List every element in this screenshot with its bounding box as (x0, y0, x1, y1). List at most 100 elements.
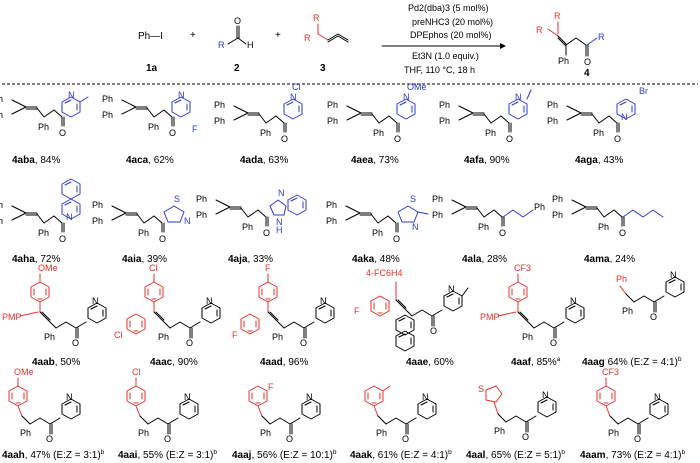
svg-text:O: O (430, 326, 437, 336)
compound-label: 4aad, 96% (260, 357, 308, 368)
svg-text:N: N (278, 188, 285, 198)
svg-text:Cl: Cl (292, 82, 301, 92)
svg-text:PMP: PMP (480, 312, 500, 322)
compound-label: 4ada, 63% (240, 155, 288, 166)
svg-text:Ph: Ph (260, 128, 271, 138)
row-3-labels: 4aab, 50% 4aac, 90% 4aad, 96% 4aae, 60% … (32, 356, 682, 368)
svg-text:Ph: Ph (326, 216, 337, 226)
row-1: Ph Ph Ph O N Ph Ph Ph O N F Ph Ph Ph O N… (0, 82, 648, 144)
svg-text:N: N (412, 222, 419, 232)
svg-text:CF3: CF3 (602, 367, 619, 377)
compound-label: 4aaj, 56% (E:Z = 10:1)b (232, 449, 337, 461)
svg-text:Ph: Ph (0, 110, 3, 120)
svg-text:Cl: Cl (149, 263, 158, 273)
svg-text:Ph: Ph (373, 128, 384, 138)
reactant-iodobenzene: Ph—I (138, 31, 163, 42)
structure-4aea: Ph Ph Ph O N OMe (327, 82, 427, 144)
svg-text:OMe: OMe (407, 82, 427, 92)
svg-text:Ph: Ph (622, 306, 633, 316)
reactant1-label: 1a (146, 63, 158, 74)
svg-text:Ph: Ph (148, 122, 159, 132)
structure-4aag: Ph Ph O N (616, 270, 685, 322)
svg-text:O: O (286, 434, 293, 444)
aldehyde-R: R (218, 40, 225, 50)
product-structure: R R Ph O R (536, 11, 605, 67)
svg-text:O: O (72, 338, 79, 348)
svg-text:N: N (515, 92, 522, 102)
structure-4ama: Ph Ph Ph O (552, 194, 664, 238)
svg-text:O: O (300, 338, 307, 348)
compound-label: 4aab, 50% (32, 357, 80, 368)
svg-text:N: N (306, 392, 313, 402)
svg-text:Ph: Ph (439, 100, 450, 110)
product-O: O (584, 57, 591, 67)
product-label: 4 (584, 68, 590, 79)
compound-label: 4aja, 33% (228, 254, 273, 265)
svg-text:O: O (402, 434, 409, 444)
svg-text:O: O (650, 312, 657, 322)
row-2-labels: 4aha, 72% 4aia, 39% 4aja, 33% 4aka, 48% … (12, 254, 635, 265)
svg-text:Ph: Ph (616, 274, 627, 284)
svg-text:4-FC6H4: 4-FC6H4 (366, 268, 403, 278)
compound-label: 4aka, 48% (352, 254, 400, 265)
svg-text:Ph: Ph (547, 100, 558, 110)
row-4-labels: 4aah, 47% (E:Z = 3:1)b 4aai, 55% (E:Z = … (2, 449, 685, 461)
svg-text:Ph: Ph (376, 428, 387, 438)
svg-text:Ph: Ph (478, 222, 489, 232)
svg-text:Ph: Ph (196, 210, 207, 220)
svg-text:N: N (92, 296, 99, 306)
svg-text:Ph: Ph (485, 128, 496, 138)
svg-text:N: N (66, 392, 73, 402)
svg-text:N: N (320, 296, 327, 306)
svg-text:F: F (192, 124, 198, 134)
svg-text:Ph: Ph (598, 222, 609, 232)
svg-text:F: F (265, 263, 271, 273)
plus-sign-2: + (275, 30, 281, 41)
svg-text:N: N (184, 216, 191, 226)
svg-text:O: O (522, 432, 529, 442)
compound-label: 4ala, 28% (462, 254, 507, 265)
allene-structure: R R (304, 13, 349, 43)
structure-4aam: CF3 Ph O N (596, 367, 669, 444)
svg-text:PMP: PMP (2, 312, 22, 322)
product-R: R (598, 32, 605, 42)
svg-text:O: O (159, 234, 166, 244)
structure-4ada: Ph Ph Ph O N Cl (214, 82, 303, 144)
structure-4aac: Cl Cl Ph O N (114, 263, 221, 348)
reactant2-label: 2 (234, 63, 240, 74)
row-2: Ph Ph Ph O N Ph Ph Ph O S N Ph Ph Ph O N… (0, 178, 664, 244)
svg-text:Ph: Ph (38, 228, 49, 238)
aldehyde-O: O (234, 16, 241, 26)
svg-text:O: O (499, 228, 506, 238)
svg-text:Ph: Ph (102, 110, 113, 120)
compound-label: 4aak, 61% (E:Z = 4:1)b (350, 449, 452, 461)
row-1-labels: 4aba, 84% 4aca, 62% 4ada, 63% 4aea, 73% … (12, 155, 623, 166)
structure-4aak: Ph O N (364, 385, 437, 444)
svg-text:O: O (394, 134, 401, 144)
svg-text:N: N (184, 392, 191, 402)
compound-label: 4aea, 73% (351, 155, 399, 166)
arrow-head (500, 43, 506, 49)
aldehyde-H: H (247, 40, 254, 50)
svg-text:Ph: Ph (260, 428, 271, 438)
svg-text:N: N (570, 296, 577, 306)
compound-label: 4aaf, 85%a (511, 356, 561, 368)
svg-text:Ph: Ph (272, 332, 283, 342)
svg-text:Br: Br (639, 86, 648, 96)
svg-text:S: S (410, 194, 416, 204)
svg-text:N: N (68, 90, 75, 100)
structure-4aai: Cl Ph O N (126, 367, 199, 444)
svg-text:N: N (422, 392, 429, 402)
svg-text:O: O (186, 338, 193, 348)
svg-text:N: N (290, 92, 297, 102)
svg-text:Ph: Ph (196, 194, 207, 204)
svg-text:Ph: Ph (20, 428, 31, 438)
svg-text:N: N (621, 112, 628, 122)
structure-4aaj: F Ph O N (248, 382, 321, 444)
structure-4aca: Ph Ph Ph O N F (102, 90, 198, 138)
svg-text:O: O (393, 234, 400, 244)
svg-text:Ph: Ph (372, 228, 383, 238)
compound-label: 4aha, 72% (12, 254, 60, 265)
svg-text:N: N (206, 296, 213, 306)
svg-text:O: O (614, 134, 621, 144)
